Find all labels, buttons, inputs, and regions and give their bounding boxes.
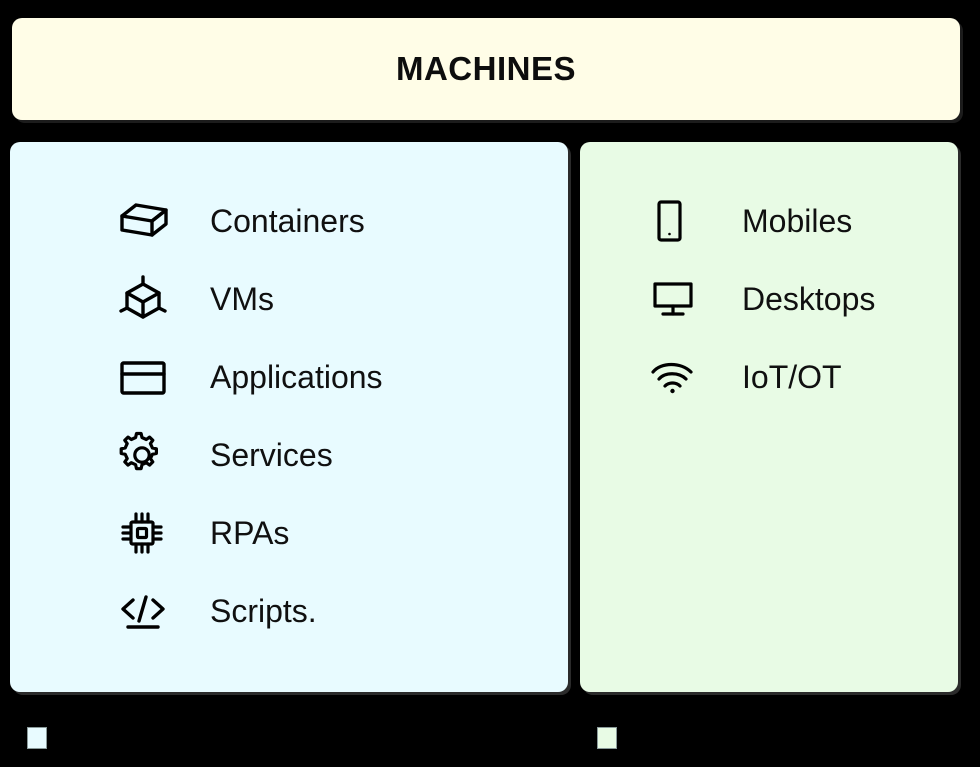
list-item-label: Desktops (742, 281, 876, 317)
list-item-services[interactable]: Services (10, 416, 568, 494)
list-item-vms[interactable]: VMs (10, 260, 568, 338)
wifi-icon (648, 354, 704, 400)
cpu-chip-icon (118, 510, 174, 556)
browser-window-icon (118, 354, 174, 400)
list-item-applications[interactable]: Applications (10, 338, 568, 416)
list-item-label: Containers (210, 203, 365, 239)
list-item-containers[interactable]: Containers (10, 182, 568, 260)
software-machines-list: Containers VMs (10, 182, 568, 650)
list-item-label: Scripts. (210, 593, 317, 629)
box-3d-icon (118, 198, 174, 244)
list-item-mobiles[interactable]: Mobiles (580, 182, 958, 260)
page-title: MACHINES (395, 50, 576, 87)
cube-node-icon (118, 275, 174, 322)
machines-header-card: MACHINES (12, 18, 960, 120)
list-item-iot-ot[interactable]: IoT/OT (580, 338, 958, 416)
panel-software-machines: Containers VMs (10, 142, 568, 692)
list-item-label: VMs (210, 281, 274, 317)
list-item-label: IoT/OT (742, 359, 842, 395)
list-item-scripts[interactable]: Scripts. (10, 572, 568, 650)
list-item-rpas[interactable]: RPAs (10, 494, 568, 572)
list-item-label: Applications (210, 359, 383, 395)
monitor-icon (648, 276, 704, 322)
legend-swatch-hardware (597, 727, 617, 749)
panel-hardware-machines: Mobiles Desktops (580, 142, 958, 692)
list-item-label: Mobiles (742, 203, 853, 239)
smartphone-icon (648, 198, 704, 244)
code-brackets-icon (118, 588, 174, 634)
legend-swatch-software (27, 727, 47, 749)
list-item-desktops[interactable]: Desktops (580, 260, 958, 338)
hardware-machines-list: Mobiles Desktops (580, 182, 958, 416)
gear-icon (118, 431, 174, 478)
list-item-label: Services (210, 437, 333, 473)
list-item-label: RPAs (210, 515, 290, 551)
